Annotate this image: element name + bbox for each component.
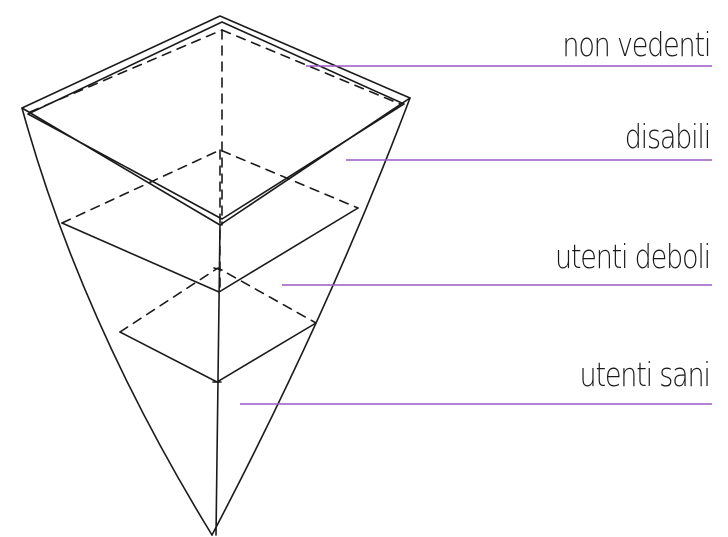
label-utenti-deboli: utenti deboli xyxy=(555,240,710,273)
label-utenti-sani: utenti sani xyxy=(580,358,710,391)
pyramid-side-edges xyxy=(22,98,410,535)
pyramid-hidden-edges xyxy=(30,30,400,225)
pyramid-top-rim xyxy=(22,16,410,225)
level-divider-disabili xyxy=(62,150,358,292)
label-disabili: disabili xyxy=(625,120,710,153)
label-non-vedenti: non vedenti xyxy=(562,28,710,61)
